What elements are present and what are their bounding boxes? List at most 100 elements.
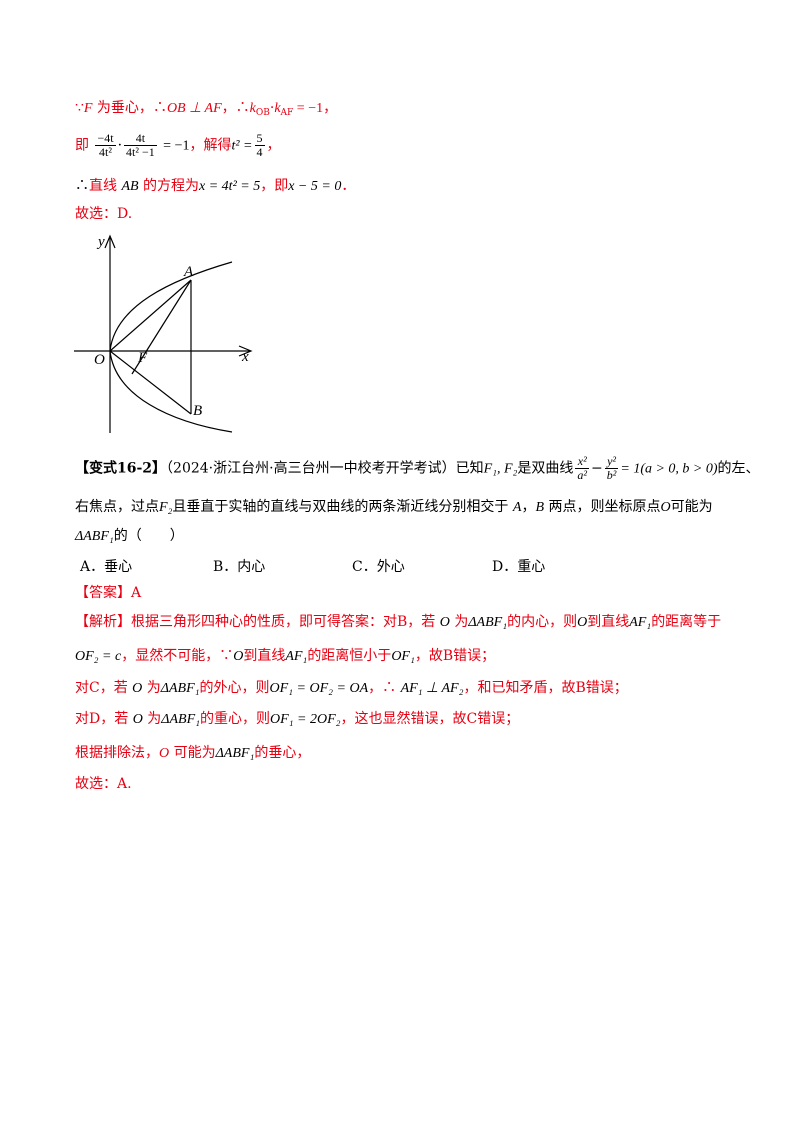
problem-tag: 【变式16-2】	[75, 460, 167, 477]
problem-line-3: ΔABF₁的（ ）	[75, 526, 184, 547]
analysis-label: 【解析】	[75, 614, 131, 630]
segment-of1: OF₁	[391, 649, 415, 664]
text: 直线	[89, 178, 122, 194]
because-symbol: ∵	[75, 100, 84, 116]
parabola-curve	[109, 261, 233, 433]
problem-line-1: 【变式16-2】（2024·浙江台州·高三台州一中校考开学考试）已知F₁, F₂…	[75, 455, 760, 482]
point-o: O	[132, 712, 143, 727]
therefore-symbol: ∴	[152, 100, 167, 116]
text: 到直线	[243, 648, 286, 664]
solution-line-4: 故选：D.	[75, 206, 133, 222]
analysis-line-4: 对D，若 O 为ΔABF₁的重心，则OF₁ = 2OF₂，这也显然错误，故C错误…	[75, 709, 519, 730]
solution-line-1: ∵F 为垂心，∴OB ⊥ AF，∴kOB·kAF = −1，	[75, 98, 337, 123]
focus-f2: F₂	[159, 500, 173, 515]
therefore-symbol: ∴	[235, 100, 250, 116]
text: 已知	[455, 460, 484, 477]
dot: ·	[117, 137, 123, 154]
text: ，显然不可能，∵	[121, 648, 234, 664]
text: 根据排除法，	[75, 745, 159, 761]
text: 对C，若	[75, 680, 133, 696]
triangle: ΔABF₁	[215, 746, 255, 761]
equation: OF₁ = 2OF₂	[270, 712, 341, 727]
point-b: B	[535, 500, 544, 515]
text: ，	[266, 137, 281, 154]
slope-af-sub: AF	[280, 108, 294, 118]
analysis-line-2: OF₂ = c，显然不可能，∵O到直线AF₁的距离恒小于OF₁，故B错误；	[75, 646, 495, 667]
analysis-line-5: 根据排除法，O 可能为ΔABF₁的垂心，	[75, 743, 310, 764]
text: ，解得	[189, 137, 232, 154]
origin-label: O	[94, 352, 105, 368]
text: 且垂直于实轴的直线与双曲线的两条渐近线分别相交于	[172, 499, 513, 515]
segment-ob	[109, 350, 192, 415]
text: 可能为	[670, 499, 713, 515]
option-d: D．重心	[492, 559, 546, 575]
y-axis-arrow	[104, 234, 116, 249]
equation: = −1	[163, 138, 190, 154]
text: 的外心，则	[199, 680, 270, 696]
text: 为垂心，	[92, 100, 153, 116]
equation: x − 5 = 0	[288, 179, 342, 194]
point-o: O	[132, 681, 143, 696]
point-b-label: B	[193, 403, 202, 419]
text: ，和已知矛盾，故B错误；	[463, 680, 628, 696]
segment-af	[131, 279, 192, 375]
minus: −	[591, 460, 603, 477]
denominator: 4	[256, 145, 263, 159]
numerator: y²	[604, 455, 619, 469]
text: 的重心，则	[200, 711, 271, 727]
parabola-figure: y x O F A B	[74, 234, 253, 433]
denominator: a²	[577, 468, 588, 482]
text: ，即	[260, 178, 289, 194]
dot: ·	[269, 100, 275, 116]
therefore-symbol: ∴	[75, 178, 89, 194]
text: 为	[142, 711, 162, 727]
text: 的距离等于	[651, 614, 722, 630]
text: 即	[75, 137, 89, 154]
ob-perp-af: OB ⊥ AF	[166, 101, 222, 116]
slope-ob: k	[249, 101, 256, 116]
answer-label: 【答案】	[75, 585, 131, 601]
text: ，故B错误；	[414, 648, 496, 664]
segment-oa	[109, 279, 192, 352]
point-o: O	[660, 500, 671, 515]
text: 的左、	[717, 460, 760, 477]
text: ．	[341, 178, 356, 194]
equation: OF₂ = c	[75, 649, 122, 664]
denominator: b²	[606, 468, 617, 482]
text: 右焦点，过点	[75, 499, 159, 515]
point-f: F	[83, 101, 93, 116]
solution-line-3: ∴直线 AB 的方程为x = 4t² = 5，即x − 5 = 0．	[75, 176, 355, 197]
x-label: x	[241, 349, 249, 365]
text: 对D，若	[75, 711, 133, 727]
equation: = −1	[293, 101, 324, 116]
numerator: 4t	[124, 132, 157, 146]
point-a: A	[512, 500, 522, 515]
point-o: O	[439, 615, 450, 630]
answer-line: 【答案】A	[75, 583, 141, 603]
options-row: A．垂心 B．内心 C．外心 D．重心	[80, 557, 680, 577]
text: 两点，则坐标原点	[544, 499, 661, 515]
text: ，	[323, 100, 338, 116]
equation: OF₁ = OF₂ = OA	[269, 681, 369, 696]
line-af1: AF₁	[285, 649, 308, 664]
analysis-line-1: 【解析】根据三角形四种心的性质，即可得答案：对B，若 O 为ΔABF₁的内心，则…	[75, 612, 721, 633]
problem-source: （2024·浙江台州·高三台州一中校考开学考试）	[166, 460, 456, 477]
problem-line-2: 右焦点，过点F₂且垂直于实轴的直线与双曲线的两条渐近线分别相交于 A，B 两点，…	[75, 497, 713, 518]
text: 是双曲线	[517, 460, 574, 477]
line-af1: AF₁	[629, 615, 652, 630]
denominator: 4t²	[99, 145, 112, 159]
equation: x = 4t² = 5	[199, 179, 261, 194]
numerator: 5	[254, 131, 265, 146]
point-a-label: A	[183, 264, 194, 280]
focus-label: F	[137, 350, 148, 366]
text: 为	[449, 614, 469, 630]
text: ，这也显然错误，故C错误；	[340, 711, 520, 727]
triangle: ΔABF₁	[468, 615, 508, 630]
denominator: 4t² −1	[126, 145, 155, 159]
triangle: ΔABF₁	[160, 681, 200, 696]
option-b: B．内心	[213, 559, 266, 575]
t-squared: t² =	[231, 138, 253, 154]
triangle: ΔABF₁	[75, 529, 114, 544]
